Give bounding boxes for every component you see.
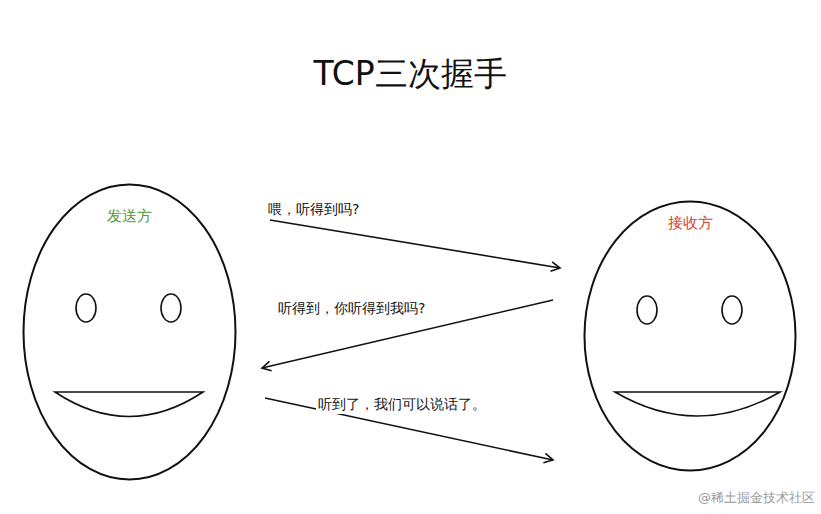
eye	[637, 296, 657, 324]
node-label: 接收方	[583, 214, 797, 233]
eye	[722, 296, 742, 324]
face-node: 接收方	[583, 200, 797, 472]
arrow-head	[262, 361, 272, 370]
eye	[161, 294, 181, 322]
diagram-title: TCP三次握手	[313, 52, 506, 97]
arrow-line	[270, 220, 560, 268]
head-ellipse	[585, 202, 796, 471]
head-ellipse	[24, 185, 236, 480]
face-outline	[22, 183, 237, 481]
mouth	[615, 392, 780, 416]
eye	[76, 294, 96, 322]
edge-label: 听得到，你听得到我吗?	[276, 300, 427, 318]
mouth	[55, 392, 203, 417]
arrow-connector	[262, 300, 553, 371]
arrow-head	[551, 262, 560, 271]
face-node: 发送方	[22, 183, 237, 481]
node-label: 发送方	[22, 207, 237, 226]
edge-label: 喂，听得到吗?	[266, 201, 361, 219]
arrow-head	[543, 453, 553, 462]
face-outline	[583, 200, 797, 472]
watermark: @稀土掘金技术社区	[698, 489, 815, 507]
arrow-line	[262, 300, 553, 368]
edge-label: 听到了，我们可以说话了。	[316, 396, 488, 414]
arrow-connector	[270, 220, 560, 271]
